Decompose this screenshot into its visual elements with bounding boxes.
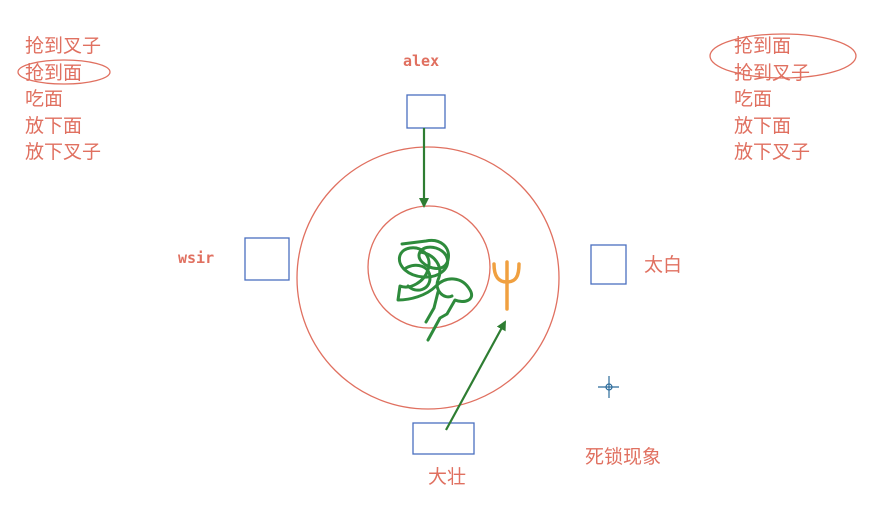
table-outer-circle	[296, 146, 560, 410]
right-step-4: 放下面	[734, 114, 792, 137]
left-step-4: 放下面	[25, 114, 83, 137]
deadlock-caption: 死锁现象	[585, 446, 662, 468]
right-step-5: 放下叉子	[734, 141, 811, 163]
left-step-1: 抢到叉子	[25, 35, 102, 57]
right-steps-list: 抢到面 抢到叉子 吃面 放下面 放下叉子	[734, 33, 810, 166]
seat-alex	[406, 94, 446, 129]
fork-icon	[492, 260, 521, 311]
right-step-2: 抢到叉子	[734, 61, 811, 84]
left-step-3: 吃面	[25, 88, 64, 110]
left-step-2: 抢到面	[25, 61, 83, 84]
person-label-dazhuang: 大壮	[428, 466, 467, 488]
seat-wsir	[244, 237, 290, 281]
highlight-ellipse-right	[709, 33, 857, 79]
table-inner-circle	[367, 205, 491, 329]
person-label-wsir: wsir	[178, 249, 215, 267]
seat-dazhuang	[412, 422, 475, 455]
arrow-dazhuang-to-fork	[445, 320, 506, 431]
person-label-alex: alex	[403, 52, 440, 70]
crosshair-cursor-icon	[598, 376, 619, 398]
right-step-1: 抢到面	[734, 35, 792, 57]
seat-taibai	[590, 244, 627, 285]
right-step-3: 吃面	[734, 88, 773, 110]
highlight-ellipse-left	[17, 59, 111, 85]
person-label-taibai: 太白	[644, 254, 683, 276]
noodles-scribble-icon	[396, 238, 473, 342]
left-steps-list: 抢到叉子 抢到面 吃面 放下面 放下叉子	[25, 33, 101, 166]
left-step-5: 放下叉子	[25, 141, 102, 163]
